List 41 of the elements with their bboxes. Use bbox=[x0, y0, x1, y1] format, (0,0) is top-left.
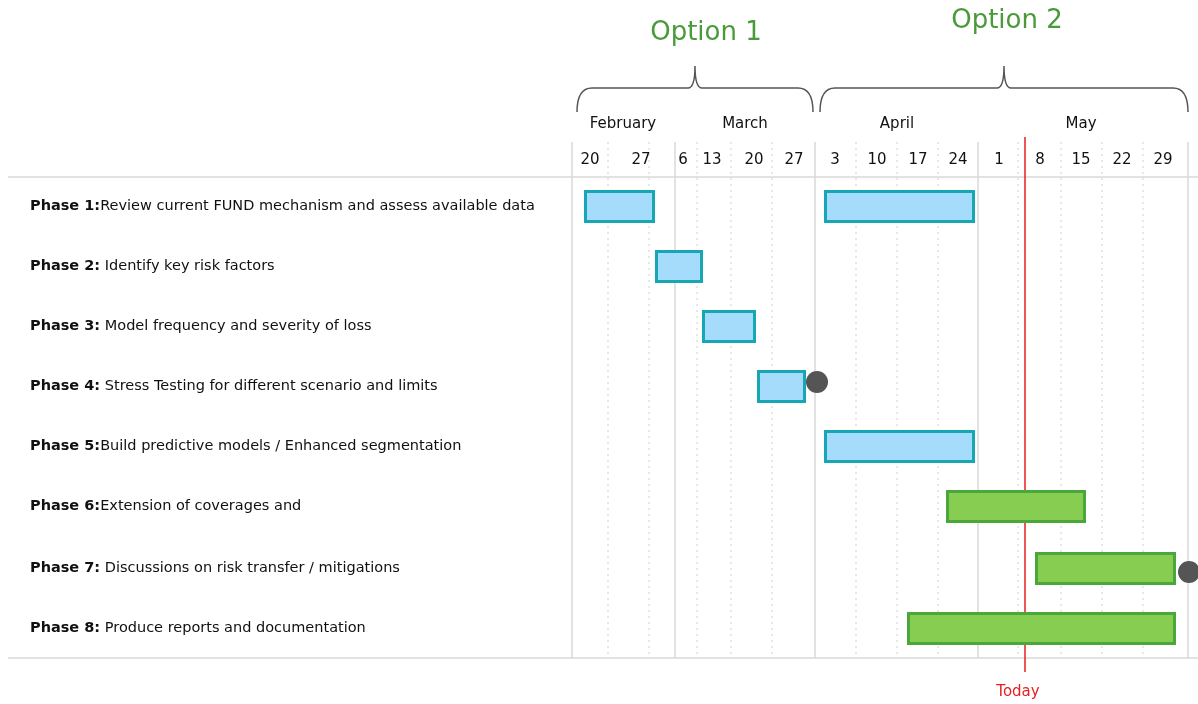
task-bar bbox=[655, 250, 703, 283]
date-label: 3 bbox=[830, 150, 840, 168]
task-bar bbox=[824, 190, 975, 223]
phase-label: Phase 7: Discussions on risk transfer / mitigations bbox=[30, 559, 401, 577]
month-label: February bbox=[589, 114, 657, 132]
date-label: 8 bbox=[1035, 150, 1045, 168]
date-label: 15 bbox=[1071, 150, 1091, 168]
today-label: Today bbox=[996, 682, 1040, 700]
date-label: 27 bbox=[784, 150, 804, 168]
milestone-circle bbox=[806, 371, 828, 393]
month-label: May bbox=[1065, 114, 1097, 132]
date-label: 1 bbox=[994, 150, 1004, 168]
date-label: 6 bbox=[678, 150, 688, 168]
option-heading: Option 2 bbox=[951, 4, 1063, 36]
phase-label: Phase 2: Identify key risk factors bbox=[30, 257, 276, 275]
date-label: 29 bbox=[1153, 150, 1173, 168]
task-bar bbox=[946, 490, 1086, 523]
task-bar bbox=[584, 190, 655, 223]
month-label: April bbox=[879, 114, 915, 132]
date-label: 13 bbox=[702, 150, 722, 168]
task-bar bbox=[757, 370, 806, 403]
date-label: 10 bbox=[867, 150, 887, 168]
date-label: 20 bbox=[744, 150, 764, 168]
task-bar bbox=[824, 430, 975, 463]
phase-label: Phase 5:Build predictive models / Enhanced segmentation bbox=[30, 437, 463, 455]
task-bar bbox=[702, 310, 756, 343]
milestone-circle bbox=[1178, 561, 1198, 583]
date-label: 24 bbox=[948, 150, 968, 168]
phase-label: Phase 4: Stress Testing for different scenario and limits bbox=[30, 377, 439, 395]
option-heading: Option 1 bbox=[650, 16, 762, 48]
phase-label: Phase 6:Extension of coverages and bbox=[30, 497, 303, 515]
date-label: 20 bbox=[580, 150, 600, 168]
phase-label: Phase 8: Produce reports and documentation bbox=[30, 619, 367, 637]
date-label: 17 bbox=[908, 150, 928, 168]
task-bar bbox=[1035, 552, 1176, 585]
task-bar bbox=[907, 612, 1176, 645]
date-label: 27 bbox=[631, 150, 651, 168]
month-label: March bbox=[722, 114, 768, 132]
phase-label: Phase 3: Model frequency and severity of loss bbox=[30, 317, 373, 335]
date-label: 22 bbox=[1112, 150, 1132, 168]
phase-label: Phase 1:Review current FUND mechanism and assess available data bbox=[30, 197, 536, 215]
